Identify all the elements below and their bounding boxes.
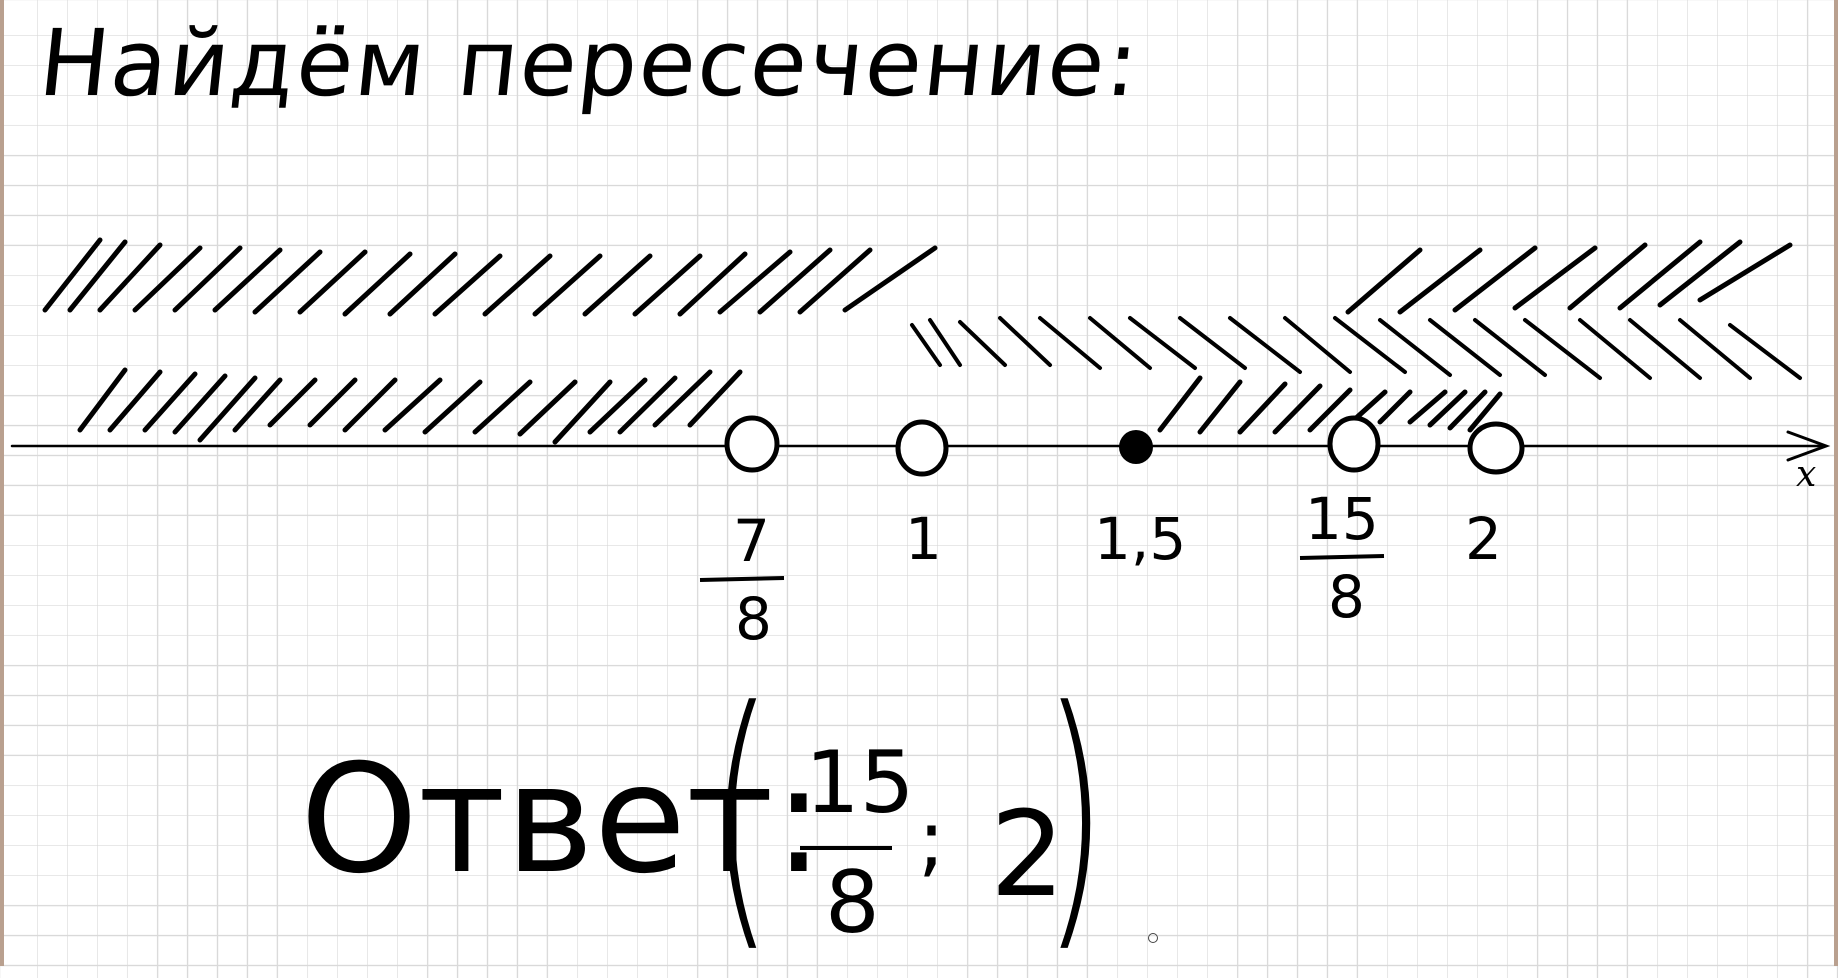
tick-label-7-8-denominator: 8 bbox=[735, 585, 772, 653]
answer-close-paren: ) bbox=[1042, 652, 1108, 978]
x-axis-label: x bbox=[1796, 454, 1816, 495]
fraction-bar-15-8 bbox=[1299, 554, 1385, 560]
open-point-7-8 bbox=[724, 415, 780, 473]
closed-point-1-5 bbox=[1119, 430, 1153, 464]
tick-label-1: 1 bbox=[905, 505, 942, 573]
hatch-row-middle bbox=[910, 316, 1802, 380]
answer-fraction-bar bbox=[800, 846, 892, 850]
fraction-bar-7-8 bbox=[699, 576, 785, 582]
tick-label-7-numerator: 7 bbox=[733, 507, 770, 575]
tick-label-1-5: 1,5 bbox=[1094, 505, 1187, 573]
hatch-row-top-left bbox=[42, 237, 938, 317]
hatch-row-top-right bbox=[1345, 239, 1793, 315]
answer-open-paren: ( bbox=[708, 652, 774, 978]
answer-label: Ответ: bbox=[300, 733, 825, 907]
right-frame-edge bbox=[1834, 0, 1838, 966]
cursor-dot bbox=[1148, 933, 1158, 943]
tick-label-15-numerator: 15 bbox=[1305, 485, 1379, 553]
x-axis-arrow bbox=[1786, 430, 1831, 462]
hatch-row-bottom-right bbox=[1157, 375, 1503, 435]
tick-label-2: 2 bbox=[1465, 505, 1502, 573]
open-point-15-8 bbox=[1327, 415, 1381, 473]
tick-label-15-8-denominator: 8 bbox=[1328, 563, 1365, 631]
open-point-1 bbox=[895, 419, 949, 477]
answer-left-denominator: 8 bbox=[825, 853, 880, 953]
hatch-row-bottom-left bbox=[77, 367, 743, 445]
left-frame-edge bbox=[0, 0, 4, 966]
answer-right-bound: 2 bbox=[990, 785, 1066, 923]
answer-separator: ; bbox=[918, 793, 945, 886]
answer-left-numerator: 15 bbox=[805, 733, 915, 833]
open-point-2 bbox=[1467, 421, 1525, 475]
